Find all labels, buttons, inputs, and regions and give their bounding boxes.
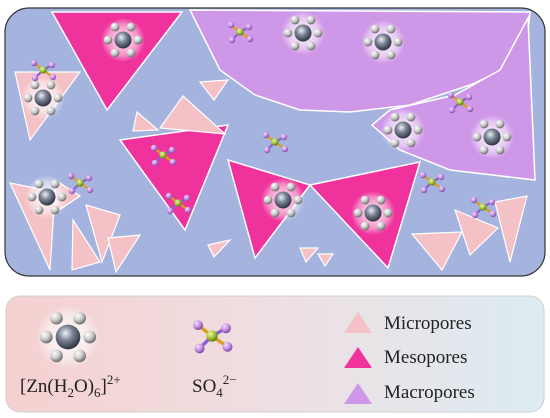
micropore <box>316 253 335 268</box>
mesopores-swatch <box>344 347 372 368</box>
micropores-label: Micropores <box>384 313 472 334</box>
legend-zn-label: [Zn(H2O)6]2+ <box>20 372 121 400</box>
micropore <box>299 247 320 264</box>
micropore <box>207 238 232 259</box>
legend-sulfate-label: SO42− <box>192 372 237 400</box>
zn-hexaaqua-icon <box>381 108 425 152</box>
macropores-swatch <box>344 383 372 404</box>
legend-panel <box>5 295 545 413</box>
mesopore-2 <box>118 124 230 232</box>
macropores-label: Macropores <box>384 382 475 403</box>
micropore <box>107 234 142 274</box>
micropores-swatch <box>344 312 372 333</box>
zn-hexaaqua-icon <box>101 18 145 62</box>
micropore <box>71 218 101 271</box>
zn-hexaaqua-icon <box>361 20 405 64</box>
legend-zn-icon <box>36 305 100 369</box>
micropore <box>198 79 230 102</box>
zn-hexaaqua-icon <box>470 115 514 159</box>
micropore <box>410 231 464 272</box>
micropore <box>494 195 528 263</box>
micropore <box>132 110 160 132</box>
micropore <box>158 95 227 135</box>
zn-hexaaqua-icon <box>351 191 395 235</box>
zn-hexaaqua-icon <box>281 11 325 55</box>
zn-hexaaqua-icon <box>261 178 305 222</box>
zn-hexaaqua-icon <box>21 76 65 120</box>
micropore <box>454 208 500 257</box>
zn-hexaaqua-icon <box>25 175 69 219</box>
mesopores-label: Mesopores <box>384 347 467 368</box>
